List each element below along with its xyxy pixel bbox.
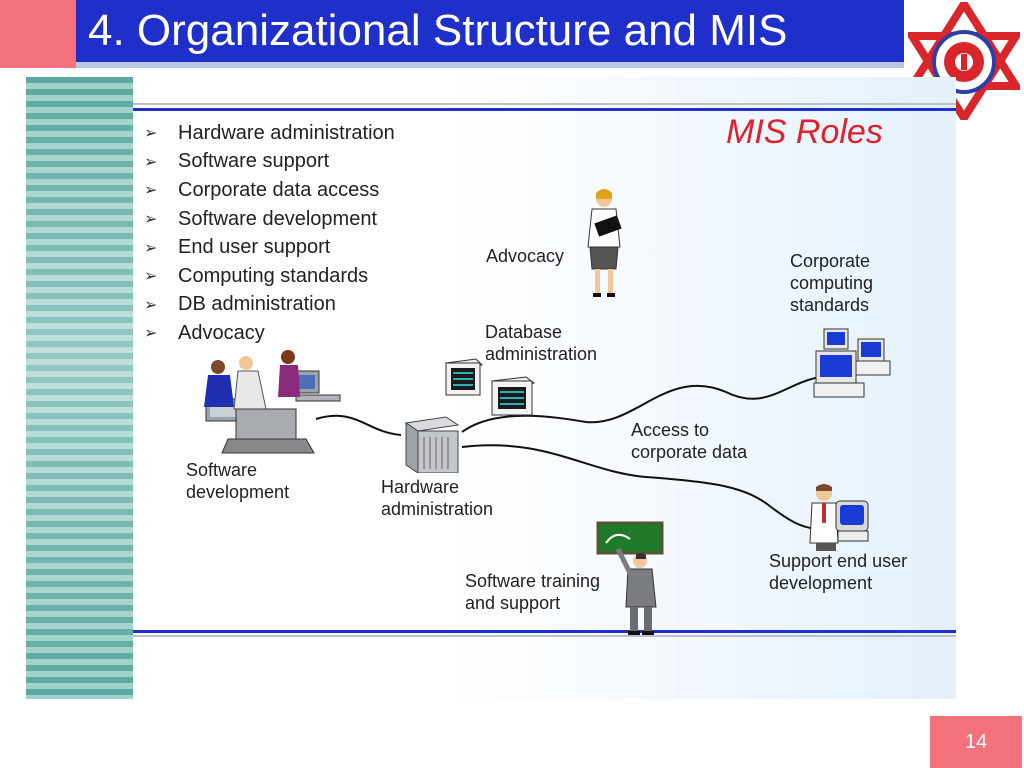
server-tower-icon	[404, 416, 460, 473]
list-item: ➢End user support	[144, 236, 331, 259]
list-item: ➢Software support	[144, 150, 330, 173]
list-item: ➢Computing standards	[144, 264, 369, 287]
network-connections	[315, 376, 822, 530]
label-access-to-corporate-data: Access to corporate data	[631, 420, 748, 462]
disk-drive-icon	[490, 376, 536, 416]
presenter-with-chalkboard-icon	[596, 521, 664, 635]
team-at-workstation-icon	[204, 350, 341, 454]
slide-body: ➢Hardware administration ➢Software suppo…	[26, 77, 956, 699]
man-at-computer-icon	[809, 484, 869, 551]
top-rule-light	[133, 103, 956, 105]
bullet-arrow-icon: ➢	[144, 211, 158, 229]
list-item: ➢Software development	[144, 207, 378, 230]
bullet-arrow-icon: ➢	[144, 325, 158, 343]
label-software-development: Software development	[186, 460, 290, 502]
label-software-training-and-support: Software training and support	[465, 571, 601, 613]
label-corporate-computing-standards: Corporate computing standards	[790, 251, 874, 315]
label-hardware-administration: Hardware administration	[381, 477, 494, 519]
bullet-arrow-icon: ➢	[144, 296, 158, 314]
bullet-arrow-icon: ➢	[144, 268, 158, 286]
role-list: ➢Hardware administration ➢Software suppo…	[144, 119, 395, 348]
bullet-arrow-icon: ➢	[144, 153, 158, 171]
label-support-end-user-development: Support end user development	[769, 551, 908, 593]
title-bar: 4. Organizational Structure and MIS	[76, 0, 904, 68]
bullet-arrow-icon: ➢	[144, 125, 158, 143]
header-accent-block	[0, 0, 76, 68]
woman-with-folder-icon	[587, 189, 622, 297]
label-advocacy: Advocacy	[486, 246, 565, 266]
list-item: ➢DB administration	[144, 293, 336, 316]
top-rule	[133, 108, 956, 111]
decorative-stripes	[26, 77, 133, 699]
label-database-administration: Database administration	[485, 322, 598, 364]
list-item: ➢Advocacy	[144, 321, 265, 344]
desktop-computers-icon	[813, 328, 891, 398]
bottom-rule-light	[133, 635, 956, 637]
list-item: ➢Hardware administration	[144, 121, 395, 144]
bottom-rule	[133, 630, 956, 633]
disk-drive-icon	[444, 358, 484, 396]
bullet-arrow-icon: ➢	[144, 182, 158, 200]
diagram-title: MIS Roles	[726, 113, 883, 151]
bullet-arrow-icon: ➢	[144, 239, 158, 257]
slide-title: 4. Organizational Structure and MIS	[88, 6, 788, 55]
page-number: 14	[930, 716, 1022, 768]
list-item: ➢Corporate data access	[144, 178, 380, 201]
